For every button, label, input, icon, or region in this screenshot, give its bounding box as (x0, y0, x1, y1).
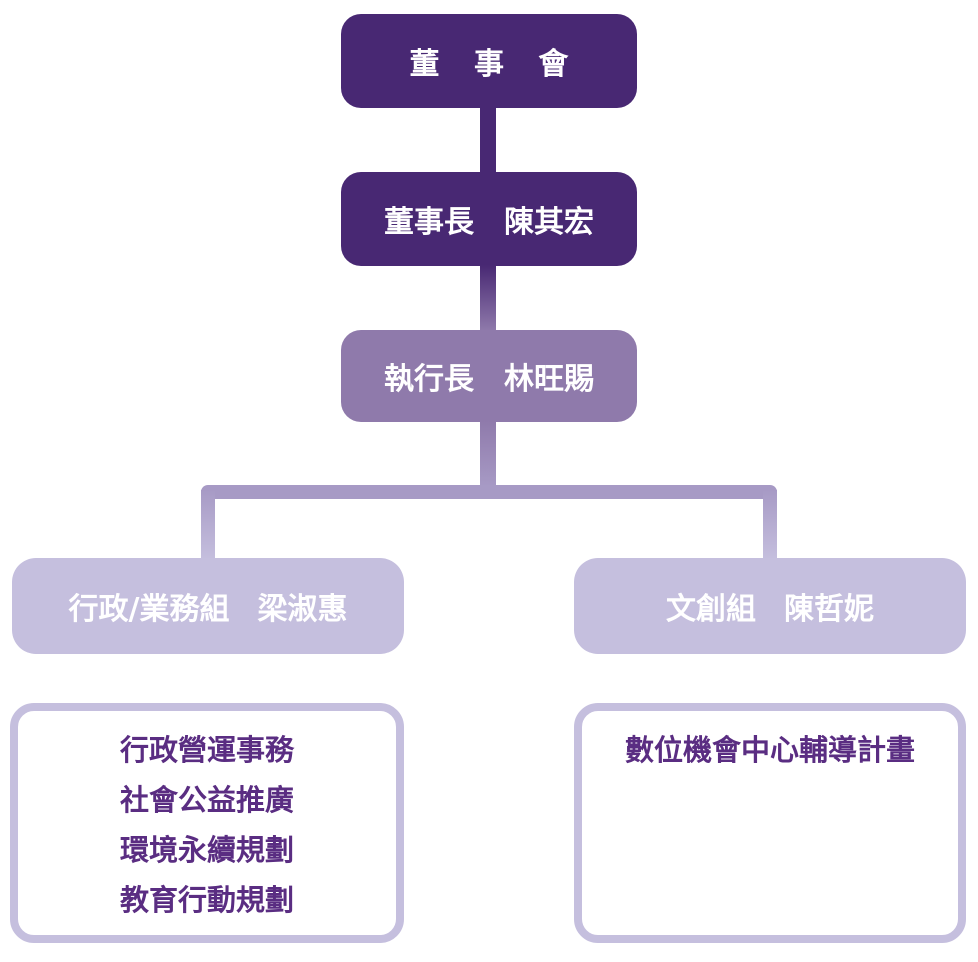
cultural-group-name: 陳哲妮 (784, 592, 874, 627)
connector-left-drop (201, 490, 215, 560)
node-chairman: 董事長 陳其宏 (341, 172, 637, 266)
node-cultural-group: 文創組 陳哲妮 (574, 558, 966, 654)
duty-item: 數位機會中心輔導計畫 (624, 733, 915, 767)
duty-item: 行政營運事務 (119, 733, 294, 767)
chairman-role: 董事長 (384, 205, 474, 240)
admin-duties-box: 行政營運事務 社會公益推廣 環境永續規劃 教育行動規劃 (10, 703, 404, 943)
connector-chairman-ceo (480, 265, 496, 331)
cultural-duties-list: 數位機會中心輔導計畫 (582, 711, 958, 775)
connector-board-chairman (480, 107, 496, 173)
chairman-name: 陳其宏 (504, 205, 594, 240)
duty-item: 社會公益推廣 (119, 783, 294, 817)
connector-right-drop (763, 490, 777, 560)
admin-group-role: 行政/業務組 (68, 592, 230, 627)
cultural-duties-box: 數位機會中心輔導計畫 (574, 703, 966, 943)
connector-ceo-stem (480, 421, 496, 487)
node-admin-group: 行政/業務組 梁淑惠 (12, 558, 404, 654)
board-title: 董 事 會 (409, 47, 581, 82)
node-board: 董 事 會 (341, 14, 637, 108)
cultural-group-role: 文創組 (666, 592, 756, 627)
admin-group-name: 梁淑惠 (257, 592, 348, 627)
ceo-name: 林旺賜 (504, 362, 594, 397)
ceo-role: 執行長 (384, 362, 474, 397)
duty-item: 教育行動規劃 (119, 883, 294, 917)
duty-item: 環境永續規劃 (119, 833, 294, 867)
admin-duties-list: 行政營運事務 社會公益推廣 環境永續規劃 教育行動規劃 (18, 711, 396, 925)
node-ceo: 執行長 林旺賜 (341, 330, 637, 422)
connector-horizontal-bar (201, 485, 777, 499)
